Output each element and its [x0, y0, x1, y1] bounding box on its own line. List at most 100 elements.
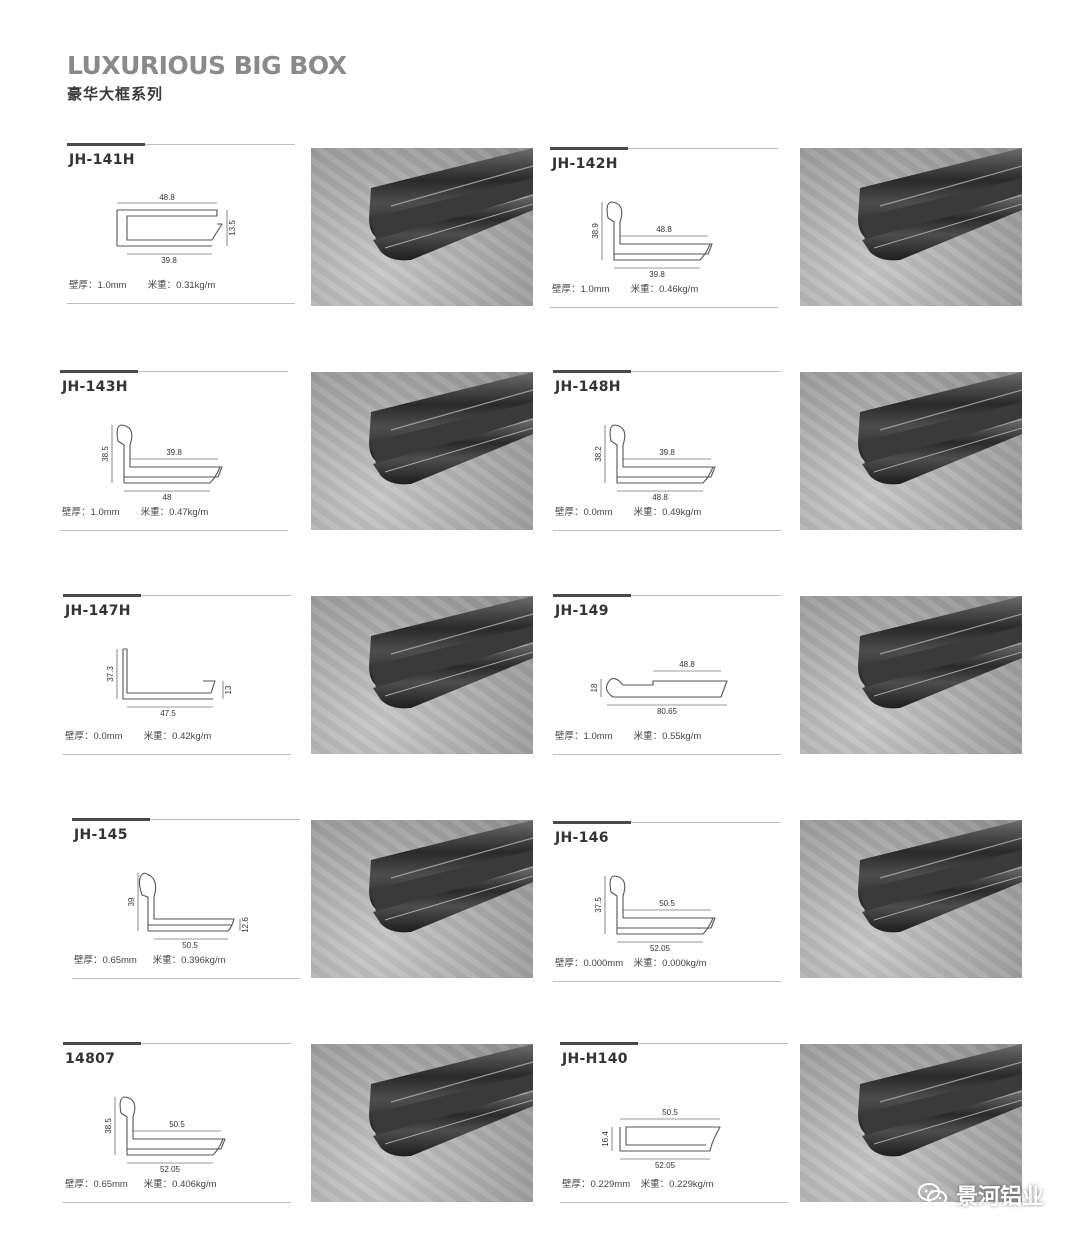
thickness-value: 0.000mm — [583, 958, 624, 969]
spec-line: 壁厚：0.65mm 米重：0.406kg/m — [65, 1176, 217, 1190]
product-photo — [800, 820, 1022, 978]
dim-height: 38.9 — [591, 223, 600, 239]
thickness-label: 壁厚： — [74, 955, 103, 966]
card-divider-bottom — [72, 978, 300, 979]
product-photo — [800, 596, 1022, 754]
weight-label: 米重： — [143, 731, 173, 742]
thickness-label: 壁厚： — [65, 731, 94, 742]
aluminum-profile-photo — [858, 596, 1022, 709]
card-accent-bar — [553, 594, 631, 597]
product-code: JH-149 — [555, 603, 609, 619]
dim-lip: 13 — [224, 685, 233, 694]
dim-width-bottom: 52.05 — [650, 944, 671, 953]
weight-value: 0.396kg/m — [181, 955, 226, 966]
thickness-label: 壁厚： — [65, 1179, 94, 1190]
wechat-icon — [917, 1183, 947, 1206]
card-divider-bottom — [60, 530, 288, 531]
card-divider-top — [72, 819, 300, 820]
thickness-value: 0.0mm — [93, 731, 123, 742]
dim-width-bottom: 39.8 — [161, 256, 177, 265]
product-code: JH-147H — [65, 603, 131, 619]
dim-height: 38.5 — [104, 1118, 113, 1134]
spec-line: 壁厚：0.000mm 米重：0.000kg/m — [555, 955, 707, 969]
profile-outline — [116, 209, 223, 247]
thickness-label: 壁厚： — [69, 280, 98, 291]
weight-label: 米重： — [633, 958, 663, 969]
aluminum-profile-photo — [369, 372, 533, 485]
profile-outline — [116, 424, 223, 484]
weight-value: 0.47kg/m — [169, 507, 209, 518]
product-photo — [800, 1044, 1022, 1202]
card-accent-bar — [560, 1042, 638, 1045]
product-code: JH-143H — [62, 379, 128, 395]
profile-outline — [606, 201, 713, 261]
card-divider-bottom — [550, 307, 778, 308]
weight-label: 米重： — [630, 284, 660, 295]
spec-line: 壁厚：1.0mm 米重：0.47kg/m — [62, 504, 208, 518]
card-divider-bottom — [553, 981, 781, 982]
weight-label: 米重： — [633, 507, 663, 518]
dim-lip: 12.6 — [241, 917, 250, 933]
card-divider-bottom — [63, 754, 291, 755]
dim-width-bottom: 52.05 — [160, 1165, 181, 1174]
dim-height: 37.3 — [106, 666, 115, 682]
card-divider-top — [553, 371, 781, 372]
cross-section-drawing: 16.450.552.05 — [601, 1108, 721, 1170]
aluminum-profile-photo — [369, 596, 533, 709]
card-accent-bar — [60, 370, 138, 373]
card-divider-bottom — [553, 754, 781, 755]
thickness-label: 壁厚： — [552, 284, 581, 295]
product-photo — [311, 1044, 533, 1202]
spec-line: 壁厚：1.0mm 米重：0.31kg/m — [69, 277, 215, 291]
thickness-value: 1.0mm — [580, 284, 610, 295]
card-divider-top — [553, 822, 781, 823]
cross-section-drawing: 38.5 50.5 52.05 — [104, 1096, 226, 1174]
cross-section-drawing: 48.839.813.5 — [116, 193, 237, 265]
aluminum-profile-photo — [369, 1044, 533, 1157]
product-photo — [800, 372, 1022, 530]
weight-value: 0.000kg/m — [662, 958, 707, 969]
dim-height: 18 — [590, 683, 599, 692]
series-title-cn: 豪华大框系列 — [67, 85, 164, 103]
card-accent-bar — [72, 818, 150, 821]
card-divider-bottom — [553, 530, 781, 531]
dim-width: 50.5 — [182, 941, 198, 950]
dim-width-top: 39.8 — [166, 448, 182, 457]
thickness-value: 1.0mm — [97, 280, 127, 291]
card-accent-bar — [63, 594, 141, 597]
thickness-label: 壁厚： — [555, 958, 584, 969]
dim-height: 13.5 — [228, 220, 237, 236]
dim-width-top: 39.8 — [659, 448, 675, 457]
product-code: JH-145 — [74, 827, 128, 843]
thickness-value: 0.229mm — [590, 1179, 631, 1190]
card-divider-top — [553, 595, 781, 596]
thickness-label: 壁厚： — [562, 1179, 591, 1190]
weight-label: 米重： — [140, 507, 170, 518]
aluminum-profile-photo — [858, 372, 1022, 485]
cross-section-drawing: 37.347.513 — [106, 648, 233, 718]
card-divider-top — [63, 1043, 291, 1044]
card-accent-bar — [67, 143, 145, 146]
spec-line: 壁厚：0.0mm 米重：0.49kg/m — [555, 504, 701, 518]
spec-line: 壁厚：1.0mm 米重：0.46kg/m — [552, 281, 698, 295]
thickness-value: 1.0mm — [90, 507, 120, 518]
weight-value: 0.42kg/m — [172, 731, 212, 742]
thickness-value: 0.0mm — [583, 507, 613, 518]
aluminum-profile-photo — [858, 1044, 1022, 1157]
dim-width-top: 48.8 — [656, 225, 672, 234]
card-accent-bar — [553, 821, 631, 824]
card-divider-bottom — [63, 1202, 291, 1203]
dim-width-top: 50.5 — [169, 1120, 185, 1129]
